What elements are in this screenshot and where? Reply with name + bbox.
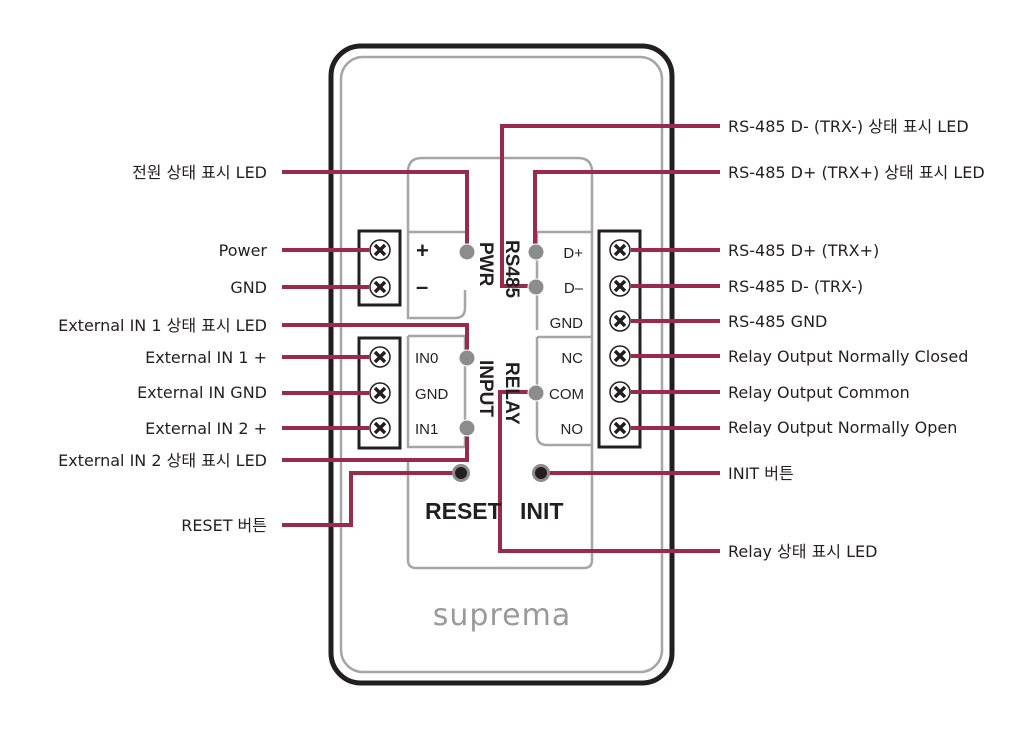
label-in-gnd: External IN GND: [137, 383, 267, 402]
screw-icon: [609, 417, 631, 439]
screw-icon: [609, 381, 631, 403]
in1-led: [458, 419, 476, 437]
pwr-block: [406, 230, 467, 320]
in0-led: [458, 349, 476, 367]
pwr-led: [458, 243, 476, 261]
reset-label: RESET: [425, 498, 502, 524]
screw-icon: [369, 382, 391, 404]
pin-no: NO: [561, 421, 584, 438]
label-in1-led: External IN 1 상태 표시 LED: [58, 316, 267, 335]
pin-in1: IN1: [415, 421, 438, 438]
screw-icon: [369, 417, 391, 439]
label-gnd: GND: [230, 278, 267, 297]
label-power: Power: [219, 241, 268, 260]
label-rs485-dminus: RS-485 D- (TRX-): [728, 277, 863, 296]
label-in2-led: External IN 2 상태 표시 LED: [58, 451, 267, 470]
label-power-led: 전원 상태 표시 LED: [132, 163, 267, 182]
rs485-relay-terminal-block: [597, 229, 642, 449]
pin-dminus: D–: [564, 280, 584, 297]
reset-button[interactable]: [452, 464, 470, 482]
pin-com: COM: [549, 386, 584, 403]
pin-pwr-plus: +: [416, 238, 429, 263]
screw-icon: [609, 345, 631, 367]
label-relay-nc: Relay Output Normally Closed: [728, 347, 968, 366]
pin-in0: IN0: [415, 350, 438, 367]
screw-icon: [369, 276, 391, 298]
pin-dplus: D+: [563, 245, 583, 262]
label-rs485-gnd: RS-485 GND: [728, 312, 827, 331]
rs485-dplus-led: [527, 243, 545, 261]
label-in1-plus: External IN 1 +: [145, 348, 267, 367]
pin-rs485-gnd: GND: [550, 315, 584, 332]
pin-gnd: GND: [415, 386, 449, 403]
screw-icon: [369, 346, 391, 368]
leader-lines: [282, 124, 720, 553]
screw-icon: [609, 275, 631, 297]
section-input: INPUT: [475, 360, 496, 417]
screw-icon: [609, 310, 631, 332]
pwr-terminal-block: [357, 229, 402, 307]
label-rs485-dplus: RS-485 D+ (TRX+): [728, 241, 879, 260]
screw-icon: [369, 239, 391, 261]
pin-nc: NC: [561, 350, 583, 367]
brand-logo: suprema: [433, 598, 571, 633]
init-label: INIT: [520, 498, 563, 524]
label-relay-no: Relay Output Normally Open: [728, 418, 957, 437]
device-inner-frame: [339, 55, 664, 674]
init-button[interactable]: [532, 464, 550, 482]
section-relay: RELAY: [501, 362, 522, 425]
rs485-block: [406, 230, 594, 570]
label-rs485-dplus-led: RS-485 D+ (TRX+) 상태 표시 LED: [728, 163, 985, 182]
label-relay-led: Relay 상태 표시 LED: [728, 542, 877, 561]
section-rs485: RS485: [501, 240, 522, 299]
label-rs485-dminus-led: RS-485 D- (TRX-) 상태 표시 LED: [728, 117, 969, 136]
device-outer-frame: [328, 43, 675, 686]
rs485-dminus-led: [527, 278, 545, 296]
section-pwr: PWR: [475, 242, 496, 287]
label-init-button: INIT 버튼: [728, 464, 794, 483]
screw-icon: [609, 239, 631, 261]
label-reset-button: RESET 버튼: [181, 516, 267, 535]
label-relay-com: Relay Output Common: [728, 383, 910, 402]
label-in2-plus: External IN 2 +: [145, 419, 267, 438]
pin-pwr-minus: –: [416, 274, 428, 299]
relay-led: [527, 384, 545, 402]
